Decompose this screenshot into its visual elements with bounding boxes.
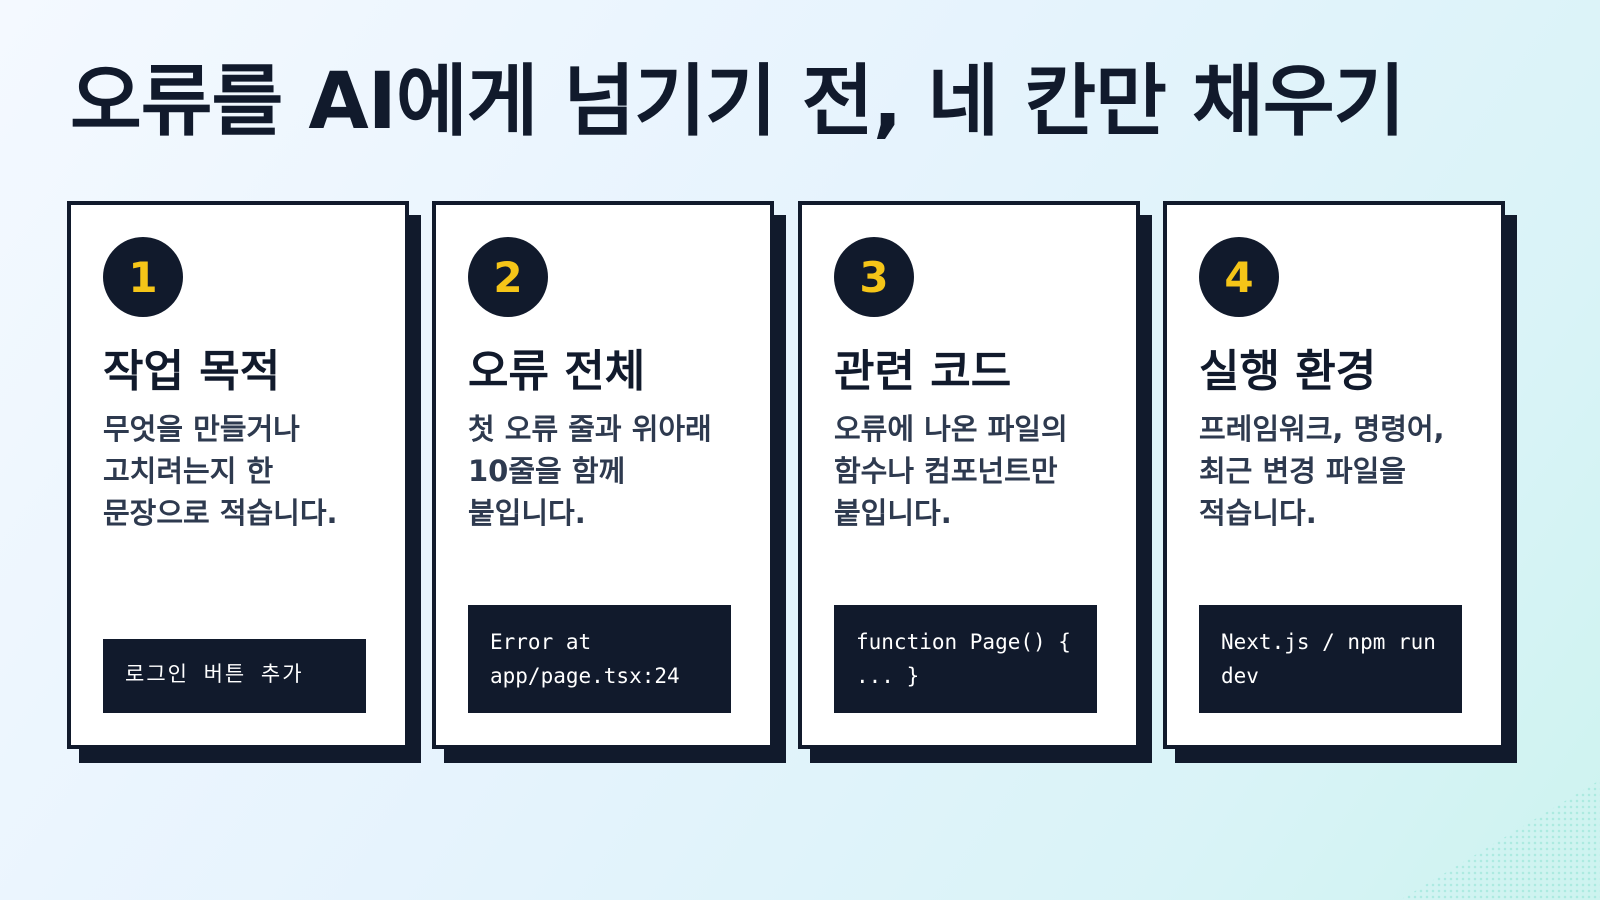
- page-title: 오류를 AI에게 넘기기 전, 네 칸만 채우기: [70, 57, 1405, 147]
- step-description: 프레임워크, 명령어, 최근 변경 파일을 적습니다.: [1199, 412, 1445, 530]
- step-card-purpose: 1 작업 목적 무엇을 만들거나 고치려는지 한 문장으로 적습니다. 로그인 …: [67, 201, 409, 749]
- step-description: 오류에 나온 파일의 함수나 컴포넌트만 붙입니다.: [834, 412, 1068, 530]
- step-example-code: function Page() { ... }: [834, 605, 1097, 713]
- step-number-badge: 2: [468, 237, 548, 317]
- step-title: 작업 목적: [103, 346, 281, 397]
- step-number-badge: 4: [1199, 237, 1279, 317]
- step-description: 무엇을 만들거나 고치려는지 한 문장으로 적습니다.: [103, 412, 338, 530]
- corner-dot-pattern: [1400, 780, 1600, 900]
- step-number-badge: 1: [103, 237, 183, 317]
- step-description: 첫 오류 줄과 위아래 10줄을 함께 붙입니다.: [468, 412, 712, 530]
- step-example-code: Error at app/page.tsx:24: [468, 605, 731, 713]
- step-title: 실행 환경: [1199, 346, 1377, 397]
- step-card-environment: 4 실행 환경 프레임워크, 명령어, 최근 변경 파일을 적습니다. Next…: [1163, 201, 1505, 749]
- step-card-related-code: 3 관련 코드 오류에 나온 파일의 함수나 컴포넌트만 붙입니다. funct…: [798, 201, 1140, 749]
- step-title: 오류 전체: [468, 346, 646, 397]
- step-example-code: Next.js / npm run dev: [1199, 605, 1462, 713]
- step-example-code: 로그인 버튼 추가: [103, 639, 366, 713]
- step-card-full-error: 2 오류 전체 첫 오류 줄과 위아래 10줄을 함께 붙입니다. Error …: [432, 201, 774, 749]
- step-number-badge: 3: [834, 237, 914, 317]
- step-title: 관련 코드: [834, 346, 1012, 397]
